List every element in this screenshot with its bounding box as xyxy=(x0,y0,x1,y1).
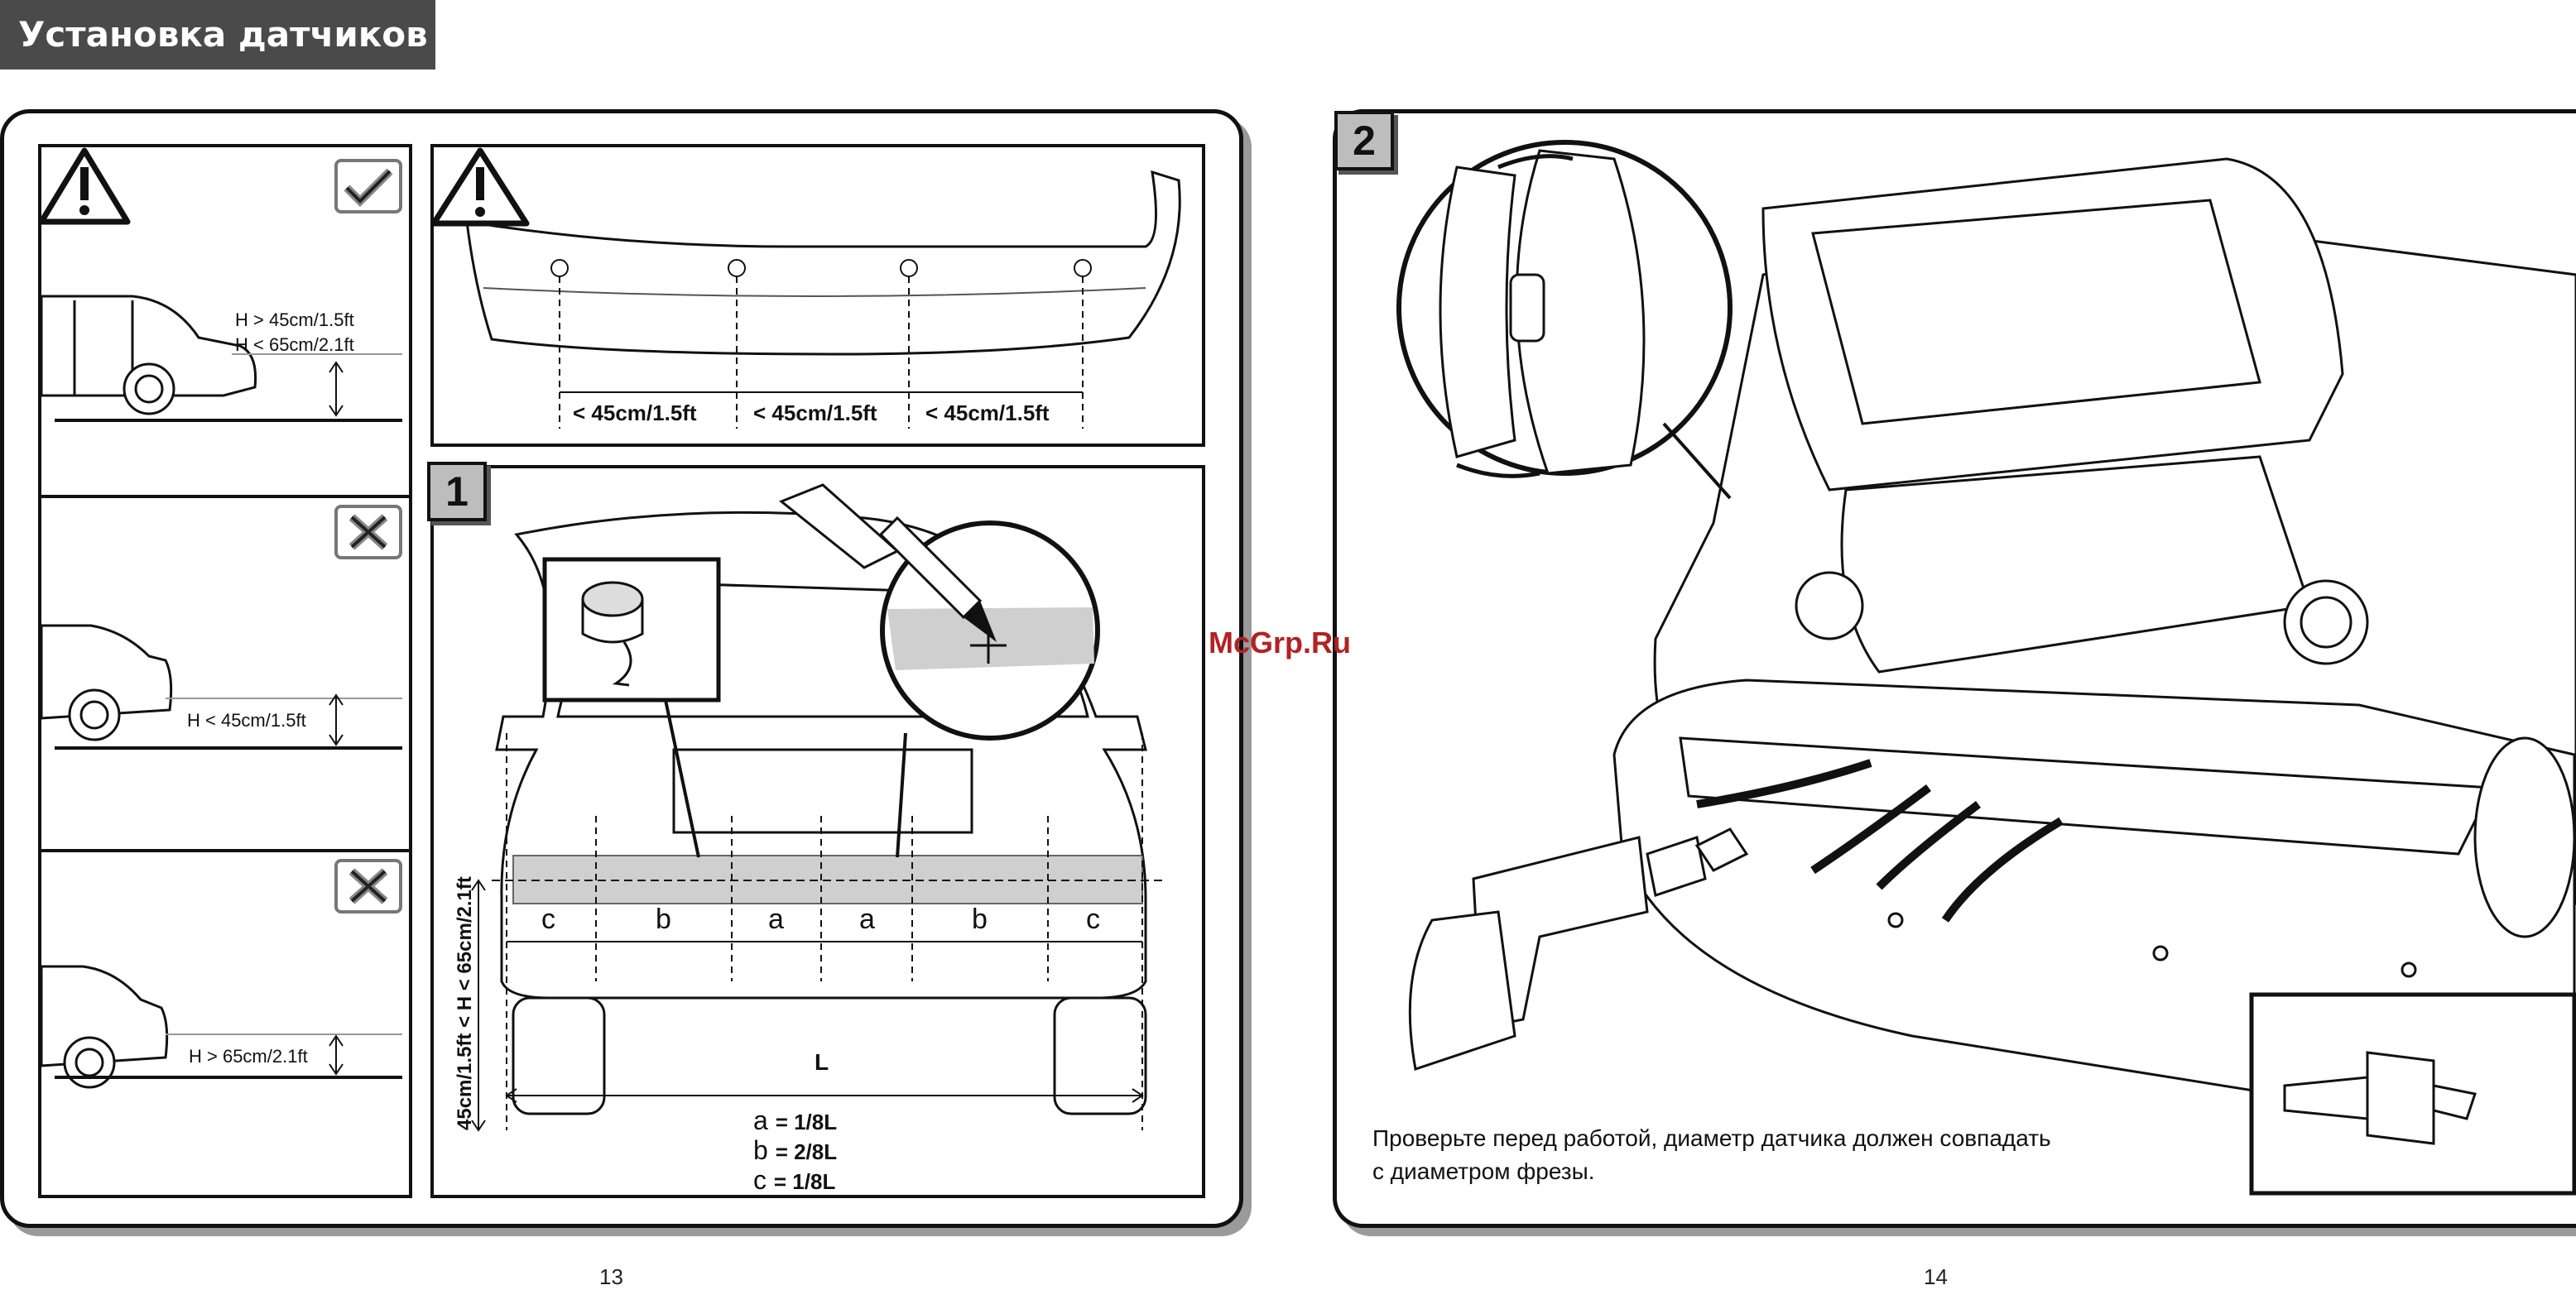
height-ok-label-max: H < 65cm/2.1ft xyxy=(235,334,354,356)
step2-caption: Проверьте перед работой, диаметр датчика… xyxy=(1372,1122,2117,1188)
height-range-label: 45cm/1.5ft < H < 65cm/2.1ft xyxy=(454,876,477,1130)
page-number-right: 14 xyxy=(1924,1264,1948,1290)
segment-label: b xyxy=(656,904,671,936)
step-number-badge: 1 xyxy=(427,462,487,521)
spacing-label: < 45cm/1.5ft xyxy=(753,400,877,426)
step2-caption-line1: Проверьте перед работой, диаметр датчика… xyxy=(1372,1122,2117,1155)
check-mark-icon xyxy=(334,159,402,213)
segment-label: b xyxy=(972,904,988,936)
spacing-label: < 45cm/1.5ft xyxy=(925,400,1050,426)
watermark: McGrp.Ru xyxy=(1209,626,1351,660)
segment-label: a xyxy=(859,904,875,936)
step2-illustration xyxy=(1333,109,2576,1228)
page-number-left: 13 xyxy=(599,1264,623,1290)
segment-label: c xyxy=(541,904,555,936)
sensor-spacing-panel: < 45cm/1.5ft < 45cm/1.5ft < 45cm/1.5ft xyxy=(430,144,1205,447)
segment-label: c xyxy=(1086,904,1100,936)
car-rear-open-trunk-drawing xyxy=(1333,109,2576,1228)
cross-mark-icon xyxy=(334,505,402,559)
height-low-label: H < 45cm/1.5ft xyxy=(187,710,306,731)
spacing-label: < 45cm/1.5ft xyxy=(573,400,697,426)
cross-mark-icon xyxy=(334,859,402,914)
segment-label: a xyxy=(768,904,784,936)
car-rear-drawing xyxy=(434,468,1205,1198)
length-label: L xyxy=(815,1049,829,1076)
formula-c: c = 1/8L xyxy=(753,1165,835,1196)
step2-caption-line2: с диаметром фрезы. xyxy=(1372,1155,2117,1188)
height-panel: H > 45cm/1.5ft H < 65cm/2.1ft H < 45cm/1… xyxy=(38,144,412,1198)
section-title: Установка датчиков xyxy=(0,0,435,70)
warning-triangle-icon xyxy=(41,147,412,1198)
height-ok-label-min: H > 45cm/1.5ft xyxy=(235,309,354,331)
step-number-badge: 2 xyxy=(1334,111,1394,170)
formula-a: a = 1/8L xyxy=(753,1105,837,1136)
step1-panel: c b a a b c L 45cm/1.5ft < H < 65cm/2.1f… xyxy=(430,465,1205,1198)
formula-b: b = 2/8L xyxy=(753,1135,837,1166)
height-high-label: H > 65cm/2.1ft xyxy=(189,1046,308,1067)
